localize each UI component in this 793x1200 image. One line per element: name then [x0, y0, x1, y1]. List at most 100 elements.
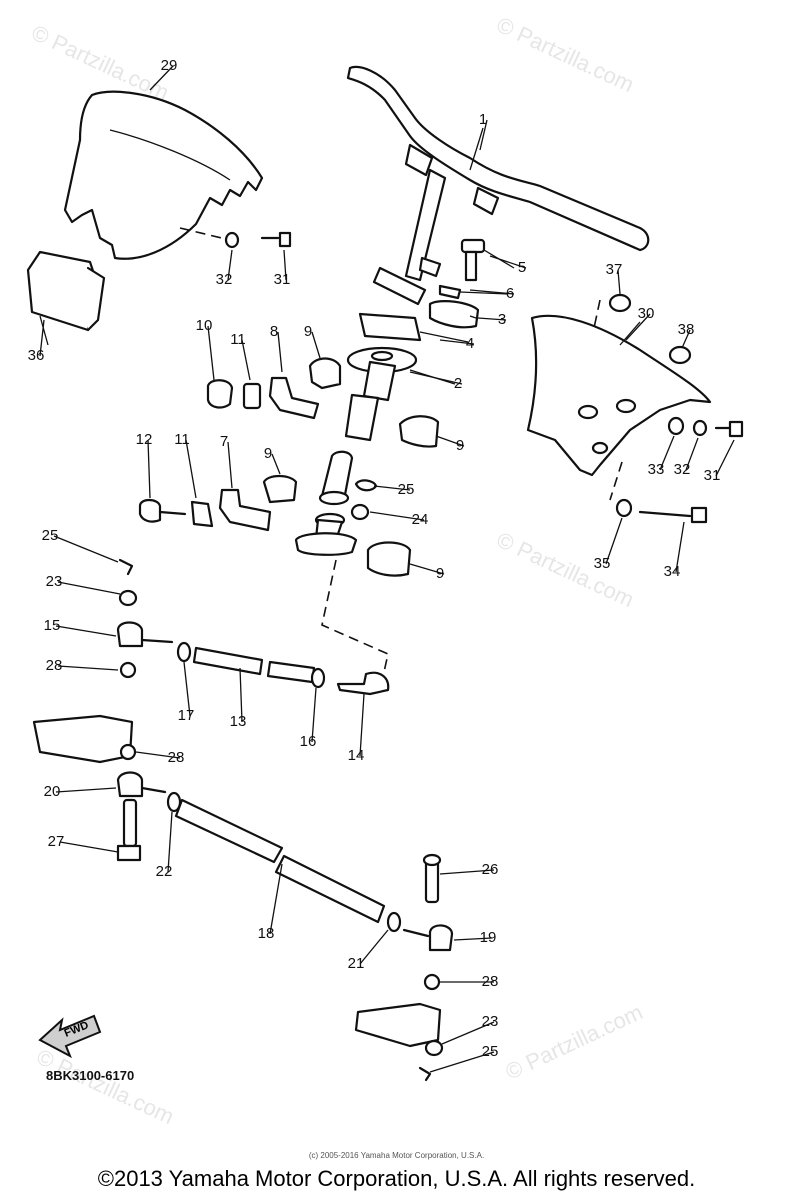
watermark: © Partzilla.com [33, 1044, 178, 1129]
callout-leader [207, 325, 215, 381]
callout-leader [269, 863, 283, 935]
callout-leader [715, 439, 735, 477]
callout-leader [685, 437, 699, 471]
callout-leader [53, 535, 119, 563]
callout-number-29: 29 [161, 57, 178, 74]
callout-number-4: 4 [466, 335, 474, 352]
callout-leader [311, 331, 321, 359]
callout-leader [183, 661, 191, 717]
callout-leader [675, 521, 685, 573]
callout-number-2: 2 [454, 375, 462, 392]
callout-number-38: 38 [678, 321, 695, 338]
callout-number-21: 21 [348, 955, 365, 972]
callout-leader [469, 289, 515, 295]
callout-leader [311, 687, 317, 743]
callout-number-37: 37 [606, 261, 623, 278]
callout-leader [441, 1021, 495, 1045]
callout-number-11: 11 [174, 431, 190, 448]
part-steering-column [294, 450, 389, 673]
callout-number-23: 23 [482, 1013, 499, 1030]
callout-leader [429, 1051, 495, 1073]
callout-number-12: 12 [136, 431, 153, 448]
part-screw-set-lower [615, 498, 708, 524]
callout-number-17: 17 [178, 707, 195, 724]
callout-leader [359, 929, 389, 965]
part-tie-rod-upper [116, 558, 390, 696]
callout-leader [135, 751, 181, 759]
callout-number-30: 30 [638, 305, 655, 322]
callout-leader [373, 485, 411, 491]
diagram-code: 8BK3100-6170 [46, 1068, 135, 1083]
callout-leader [227, 249, 233, 281]
part-spindle-arm-left [32, 714, 134, 764]
callout-number-16: 16 [300, 733, 317, 750]
callout-number-15: 15 [44, 617, 61, 634]
callout-leader [435, 435, 465, 447]
part-screw-set-right [667, 416, 744, 438]
callout-leader [59, 841, 119, 853]
callout-number-18: 18 [258, 925, 275, 942]
callout-leader [167, 811, 173, 873]
callout-leader [57, 665, 119, 671]
part-front-cover [63, 90, 264, 260]
part-screw-set-upper [224, 231, 292, 249]
part-tie-rod-lower [116, 743, 454, 1082]
part-handlebar [346, 65, 650, 306]
callout-leader [479, 119, 488, 151]
callout-number-20: 20 [44, 783, 61, 800]
callout-leader [55, 787, 117, 793]
callout-leader [239, 667, 243, 723]
callout-leader [439, 339, 475, 345]
callout-leader [241, 339, 251, 381]
callout-leader [489, 255, 527, 269]
watermark: © Partzilla.com [502, 999, 647, 1084]
callout-number-5: 5 [518, 259, 526, 276]
callout-leader [617, 269, 621, 295]
callout-number-9: 9 [436, 565, 444, 582]
callout-number-31: 31 [704, 467, 721, 484]
callout-number-13: 13 [230, 713, 247, 730]
part-pad [26, 250, 106, 346]
callout-leader [605, 517, 623, 565]
callout-number-8: 8 [270, 323, 278, 340]
callout-leader [185, 439, 197, 499]
callout-leader [625, 313, 651, 341]
callout-leader [147, 439, 151, 499]
callout-number-7: 7 [220, 433, 228, 450]
callout-number-3: 3 [498, 311, 506, 328]
callout-number-9: 9 [456, 437, 464, 454]
part-bracket-lower [138, 474, 412, 577]
callout-number-25: 25 [42, 527, 59, 544]
callout-leader [659, 435, 675, 471]
inner-notice: (c) 2005-2016 Yamaha Motor Corporation, … [308, 1151, 485, 1160]
callout-leader [39, 319, 45, 357]
callout-number-28: 28 [168, 749, 185, 766]
callout-number-25: 25 [482, 1043, 499, 1060]
callout-leader [277, 331, 283, 373]
copyright-notice: ©2013 Yamaha Motor Corporation, U.S.A. A… [97, 1166, 696, 1191]
callout-leader [283, 249, 287, 281]
watermark: © Partzilla.com [493, 12, 638, 97]
callout-leader [453, 937, 493, 941]
callout-leader [271, 453, 281, 475]
callout-leader [409, 371, 463, 385]
callout-leader [227, 441, 233, 489]
part-spindle-arm-right [354, 1002, 442, 1048]
callout-number-26: 26 [482, 861, 499, 878]
callout-number-31: 31 [274, 271, 291, 288]
part-side-cover [526, 299, 712, 501]
part-nut-37 [608, 293, 632, 313]
callout-number-22: 22 [156, 863, 173, 880]
callout-number-19: 19 [480, 929, 497, 946]
callout-number-14: 14 [348, 747, 365, 764]
callout-leader [439, 869, 495, 875]
callout-number-28: 28 [482, 973, 499, 990]
callout-leader [681, 329, 691, 349]
watermark: © Partzilla.com [493, 527, 638, 612]
callout-number-35: 35 [594, 555, 611, 572]
part-clamp-hardware [344, 238, 515, 442]
callout-number-9: 9 [264, 445, 272, 462]
callout-number-9: 9 [304, 323, 312, 340]
callout-leader [409, 563, 445, 575]
